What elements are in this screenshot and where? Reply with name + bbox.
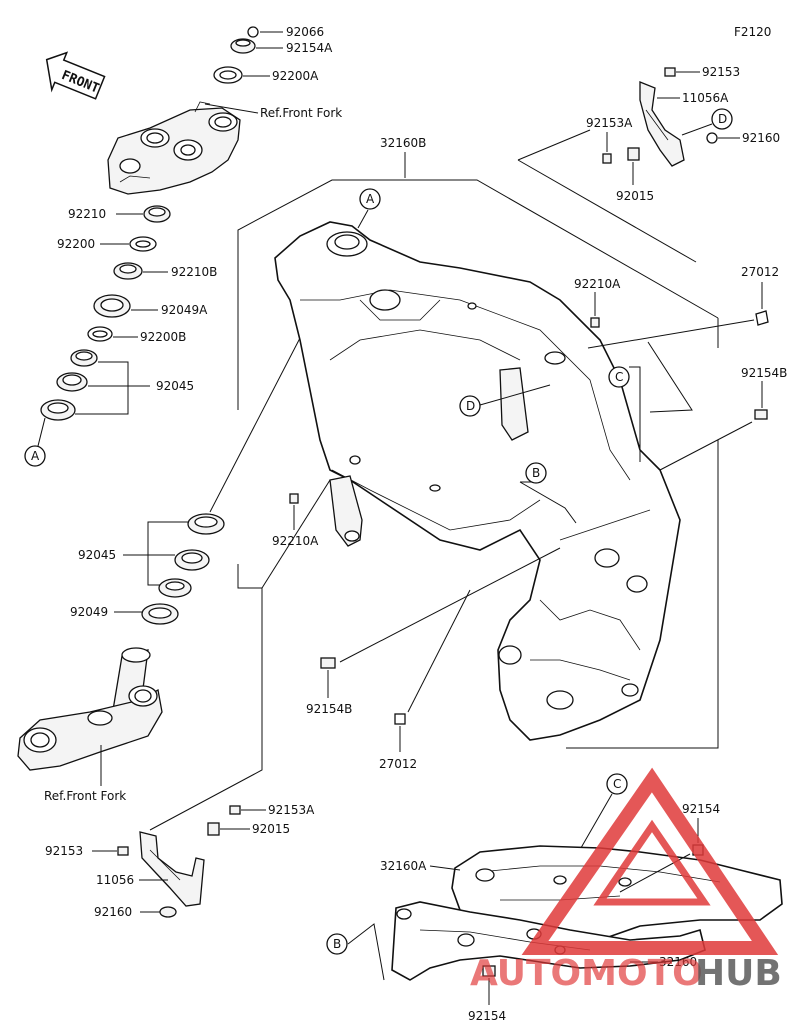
svg-text:D: D — [466, 399, 475, 413]
label-92154B-mid: 92154B — [306, 702, 352, 716]
label-92015-bot: 92015 — [252, 822, 290, 836]
callout-c-rear — [606, 773, 628, 795]
label-11056A: 11056A — [682, 91, 729, 105]
svg-text:C: C — [613, 777, 621, 791]
svg-text:HUB: HUB — [695, 953, 782, 994]
callout-b-rear — [326, 933, 348, 955]
svg-text:A: A — [31, 449, 40, 463]
label-92049A: 92049A — [161, 303, 208, 317]
bolt-92154B-top-icon — [754, 409, 768, 420]
svg-text:B: B — [333, 937, 341, 951]
label-92154-bot: 92154 — [468, 1009, 506, 1023]
label-92045-mid: 92045 — [78, 548, 116, 562]
label-92066: 92066 — [286, 25, 324, 39]
label-32160: 32160 — [659, 955, 697, 969]
label-92210B: 92210B — [171, 265, 217, 279]
bolt-92210A-mid-icon — [289, 493, 299, 504]
label-92210A-top: 92210A — [574, 277, 621, 291]
label-32160B: 32160B — [380, 136, 426, 150]
label-92153A-bot: 92153A — [268, 803, 315, 817]
callout-d-top — [711, 108, 733, 130]
collar-92015-bot-icon — [207, 822, 220, 836]
bracket-11056 — [139, 831, 205, 907]
svg-text:B: B — [532, 466, 540, 480]
ref-front-fork-top: Ref.Front Fork — [260, 106, 342, 120]
svg-text:D: D — [718, 112, 727, 126]
label-92015-top: 92015 — [616, 189, 654, 203]
nut-92066-icon — [247, 26, 259, 38]
label-92160-bot: 92160 — [94, 905, 132, 919]
label-plate-27012-mid-icon — [394, 713, 406, 725]
label-92153A-top: 92153A — [586, 116, 633, 130]
label-92153-bot: 92153 — [45, 844, 83, 858]
callout-c-frame — [608, 366, 630, 388]
label-92200: 92200 — [57, 237, 95, 251]
label-92045-top: 92045 — [156, 379, 194, 393]
label-32160A: 32160A — [380, 859, 427, 873]
bolt-92153A-top-icon — [602, 153, 612, 164]
bolt-92154B-mid-icon — [320, 657, 336, 669]
svg-text:C: C — [615, 370, 623, 384]
bolt-92153A-bot-icon — [229, 805, 241, 815]
label-92154-right: 92154 — [682, 802, 720, 816]
front-arrow-icon: FRONT — [45, 51, 106, 100]
callout-d-frame — [459, 395, 481, 417]
grommet-92160-top-icon — [706, 132, 718, 144]
main-frame — [274, 221, 681, 741]
callout-a-left — [24, 445, 46, 467]
label-92210: 92210 — [68, 207, 106, 221]
bolt-92153-top-icon — [664, 67, 676, 77]
watermark-logo: AUTOMOTO HUB — [470, 767, 782, 994]
callout-b-frame — [525, 462, 547, 484]
label-92200A: 92200A — [272, 69, 319, 83]
label-92153-top: 92153 — [702, 65, 740, 79]
steering-stem — [17, 647, 163, 771]
bolt-92154-bot-icon — [482, 965, 496, 977]
bolt-92153-bot-icon — [117, 846, 129, 856]
collar-92015-top-icon — [627, 147, 640, 161]
label-92210A-mid: 92210A — [272, 534, 319, 548]
label-plate-27012-top-icon — [755, 310, 769, 326]
label-27012-top: 27012 — [741, 265, 779, 279]
label-92200B: 92200B — [140, 330, 186, 344]
label-92154B-top: 92154B — [741, 366, 787, 380]
grommet-92160-bot-icon — [159, 906, 177, 918]
ref-front-fork-bottom: Ref.Front Fork — [44, 789, 126, 803]
label-92154A: 92154A — [286, 41, 333, 55]
figure-code: F2120 — [734, 25, 771, 39]
svg-text:AUTOMOTO: AUTOMOTO — [470, 953, 703, 994]
bracket-11056A — [639, 81, 685, 167]
label-11056: 11056 — [96, 873, 134, 887]
bolt-92210A-top-icon — [590, 317, 600, 328]
label-27012-mid: 27012 — [379, 757, 417, 771]
label-92049: 92049 — [70, 605, 108, 619]
callout-a-frame — [359, 188, 381, 210]
label-92160-top: 92160 — [742, 131, 780, 145]
upper-triple-clamp — [107, 101, 241, 195]
svg-text:A: A — [366, 192, 375, 206]
